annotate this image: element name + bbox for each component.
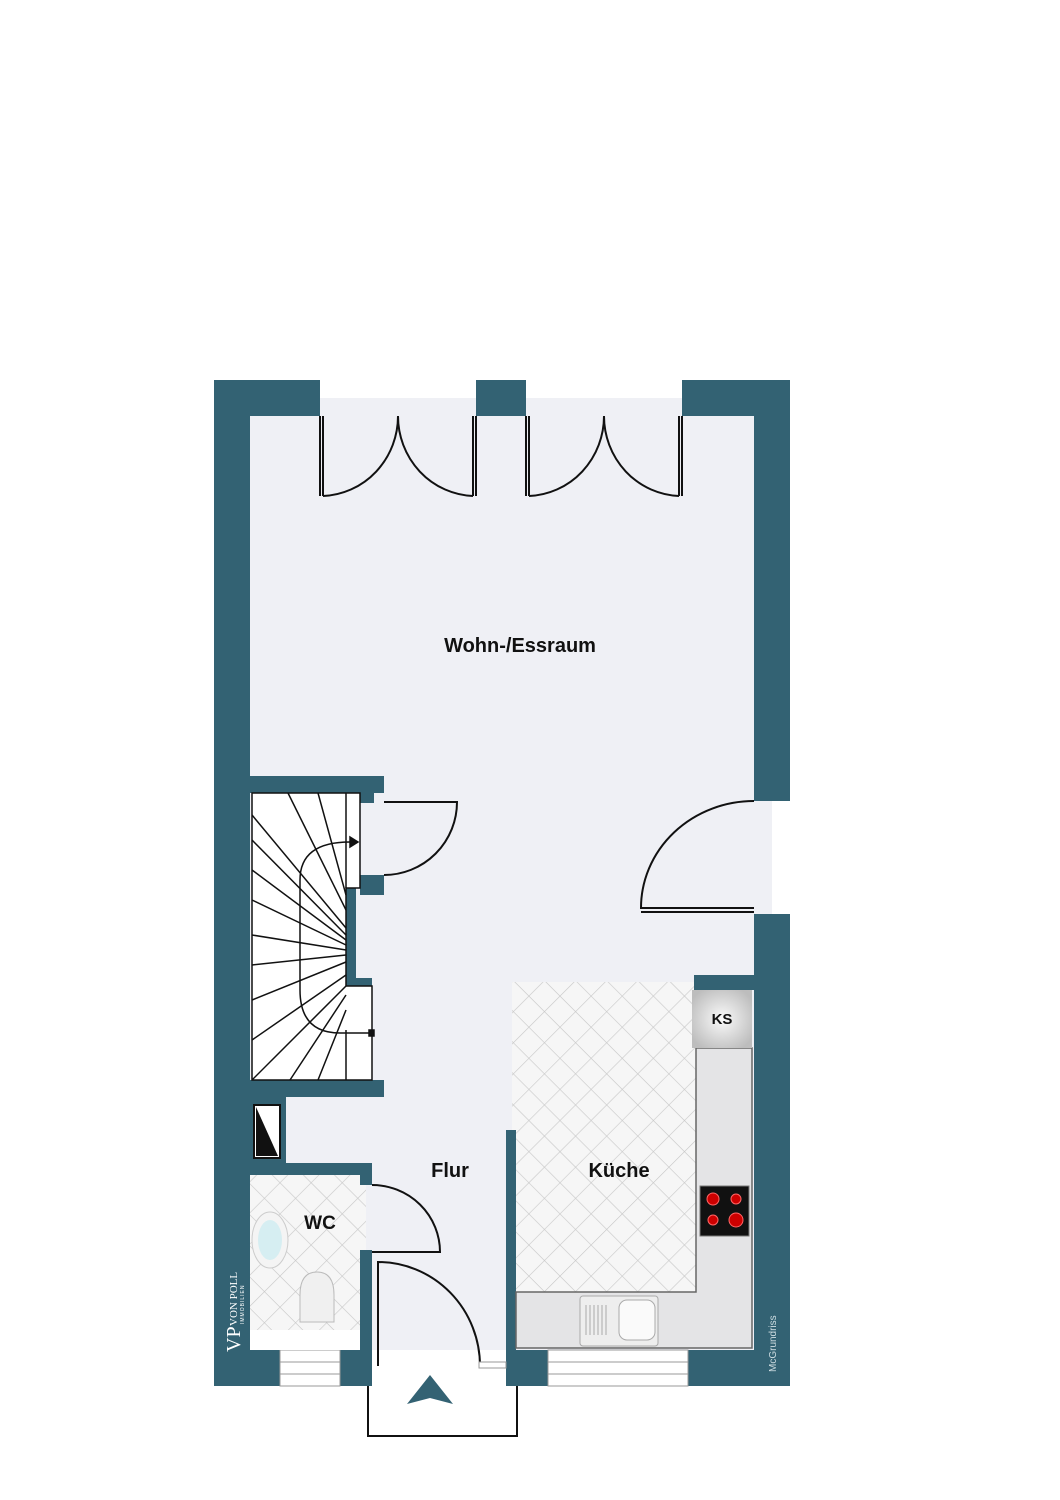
staircase — [251, 792, 375, 1081]
hob — [699, 1185, 750, 1237]
room-label-living: Wohn-/Essraum — [444, 635, 596, 657]
walls — [214, 380, 790, 1386]
windows — [250, 1330, 689, 1387]
fridge-label: KS — [712, 1011, 733, 1028]
room-label-wc: WC — [304, 1213, 336, 1234]
doors — [319, 415, 755, 1367]
entrance-arrow-icon — [407, 1375, 453, 1404]
entrance — [367, 1375, 518, 1437]
kitchen-counter — [515, 990, 753, 1349]
toilet — [299, 1271, 335, 1323]
room-label-hall: Flur — [431, 1160, 469, 1182]
logo: VP VON POLL IMMOBILIEN — [223, 1272, 246, 1352]
utility-box — [253, 1104, 281, 1159]
credit: McGrundriss — [768, 1315, 779, 1372]
fridge — [692, 990, 752, 1048]
logo-sub: IMMOBILIEN — [240, 1285, 246, 1324]
wc-fixtures — [251, 1211, 335, 1323]
kitchen-floor — [512, 982, 696, 1292]
logo-name: VON POLL — [228, 1272, 240, 1326]
logo-initials: VP — [223, 1326, 245, 1352]
room-label-kitchen: Küche — [588, 1160, 649, 1182]
